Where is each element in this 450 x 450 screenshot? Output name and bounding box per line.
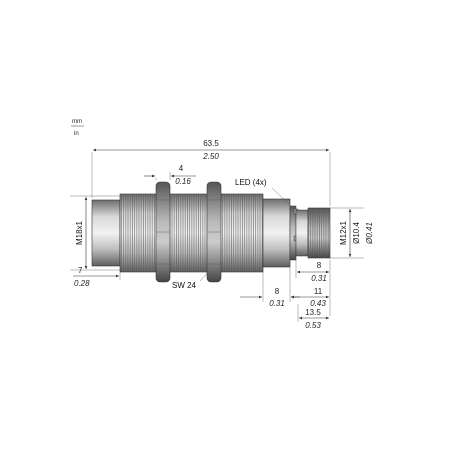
connector-11-mm: 11 bbox=[314, 287, 323, 296]
rear-collar bbox=[262, 198, 291, 268]
connector-8-mm: 8 bbox=[317, 261, 322, 270]
connector-11-in: 0.43 bbox=[310, 299, 326, 308]
led-label: LED (4x) bbox=[235, 178, 294, 209]
dim-connector-11: 11 0.43 bbox=[291, 287, 329, 308]
connector-labels: M12x1 Ø10.4 Ø0.41 bbox=[330, 207, 374, 259]
nut-thickness-in: 0.16 bbox=[175, 177, 191, 186]
led-text: LED (4x) bbox=[235, 178, 267, 187]
thread-texture bbox=[120, 194, 263, 272]
rear-8-mm: 8 bbox=[275, 287, 280, 296]
nut-rear bbox=[206, 181, 222, 283]
sensing-face bbox=[91, 199, 121, 267]
dim-nut-thickness: 4 0.16 bbox=[144, 164, 196, 186]
diameter-in-text: Ø0.41 bbox=[365, 222, 374, 245]
dim-front-thread: 7 0.28 bbox=[73, 266, 121, 288]
nut-thickness-mm: 4 bbox=[179, 164, 184, 173]
diameter-mm-text: Ø10.4 bbox=[352, 222, 361, 244]
overall-length-in: 2.50 bbox=[202, 152, 219, 161]
unit-legend: mm in bbox=[71, 119, 84, 137]
dim-connector-13-5: 13.5 0.53 bbox=[297, 304, 329, 330]
connector-8-in: 0.31 bbox=[311, 274, 327, 283]
main-thread-label: M18x1 bbox=[70, 195, 120, 271]
sensor-body bbox=[91, 193, 331, 273]
front-thread-mm: 7 bbox=[78, 266, 83, 275]
front-thread-in: 0.28 bbox=[74, 279, 90, 288]
nut-front bbox=[155, 181, 171, 283]
rear-8-in: 0.31 bbox=[269, 299, 285, 308]
dim-overall-length: 63.5 2.50 bbox=[91, 139, 331, 206]
overall-length-mm: 63.5 bbox=[203, 139, 219, 148]
connector-thread-texture bbox=[308, 208, 330, 258]
wrench-size-text: SW 24 bbox=[172, 281, 197, 290]
connector-base bbox=[295, 209, 309, 257]
wrench-size-label: SW 24 bbox=[172, 269, 211, 290]
m18-thread-text: M18x1 bbox=[75, 220, 84, 245]
dim-rear-8: 8 0.31 bbox=[240, 262, 300, 308]
unit-bottom: in bbox=[74, 131, 79, 137]
dim-connector-8: 8 0.31 bbox=[295, 258, 331, 316]
m12-thread-text: M12x1 bbox=[339, 220, 348, 245]
connector-13-5-mm: 13.5 bbox=[305, 308, 321, 317]
connector-13-5-in: 0.53 bbox=[305, 321, 321, 330]
unit-top: mm bbox=[72, 119, 82, 125]
